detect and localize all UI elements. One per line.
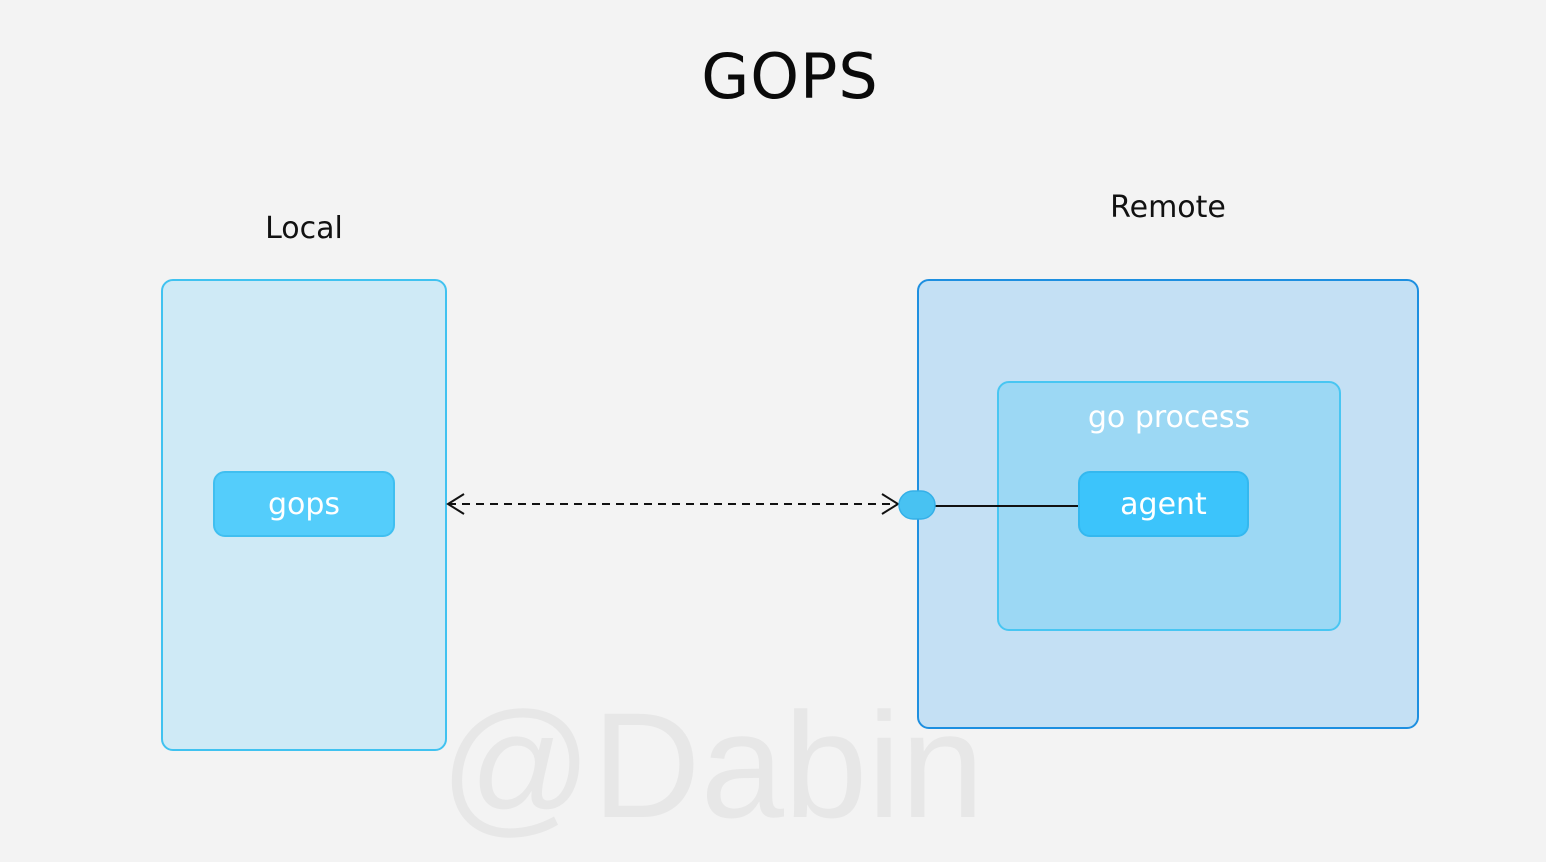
arrowhead-right-icon (881, 493, 900, 515)
gops-node: gops (213, 471, 395, 537)
gops-node-label: gops (267, 486, 341, 522)
arrowhead-left-icon (446, 493, 465, 515)
watermark-text: @Dabin (440, 681, 985, 849)
agent-node-label: agent (1120, 486, 1207, 522)
diagram-title: GOPS (701, 40, 879, 113)
remote-label: Remote (1110, 190, 1226, 225)
local-label: Local (265, 211, 343, 246)
go-process-label: go process (1087, 400, 1251, 435)
agent-node: agent (1078, 471, 1249, 537)
